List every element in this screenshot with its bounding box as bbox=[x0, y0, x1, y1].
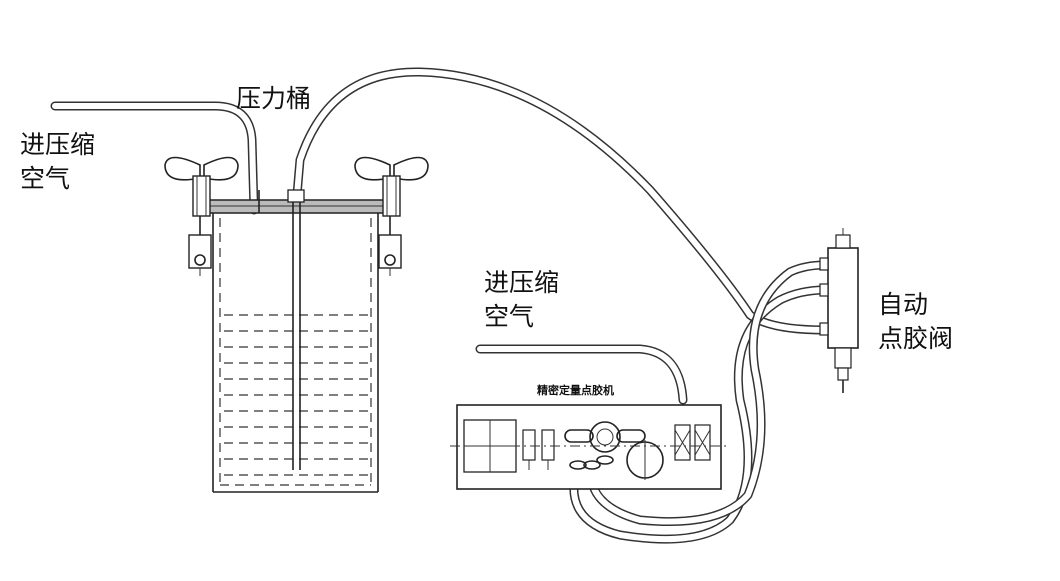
air-inlet-hose-mid bbox=[475, 344, 688, 405]
control-hoses-dispenser-to-valve bbox=[569, 260, 830, 544]
dispenser-label: 精密定量点胶机 bbox=[537, 384, 614, 397]
air-inlet-hose-left bbox=[50, 101, 259, 215]
pressure-tank bbox=[204, 189, 386, 493]
tank-liquid bbox=[224, 314, 368, 476]
inlet-air-label-left-line1: 进压缩 bbox=[20, 130, 96, 159]
auto-valve-label-line1: 自动 bbox=[878, 290, 929, 319]
auto-valve-label-line2: 点胶阀 bbox=[878, 324, 954, 353]
auto-dispensing-valve bbox=[819, 228, 859, 393]
auto-valve-label: 自动 点胶阀 bbox=[878, 288, 953, 356]
clamp-right bbox=[354, 156, 429, 276]
dispenser-machine bbox=[450, 404, 728, 490]
inlet-air-label-mid-line1: 进压缩 bbox=[484, 268, 560, 297]
clamp-left bbox=[164, 156, 239, 276]
glue-hose-tank-to-valve bbox=[292, 67, 830, 335]
inlet-air-label-mid-line2: 空气 bbox=[484, 302, 535, 331]
inlet-air-label-mid: 进压缩 空气 bbox=[484, 266, 559, 334]
inlet-air-label-left-line2: 空气 bbox=[20, 164, 71, 193]
inlet-air-label-left: 进压缩 空气 bbox=[20, 128, 95, 196]
pressure-tank-label: 压力桶 bbox=[236, 84, 312, 113]
